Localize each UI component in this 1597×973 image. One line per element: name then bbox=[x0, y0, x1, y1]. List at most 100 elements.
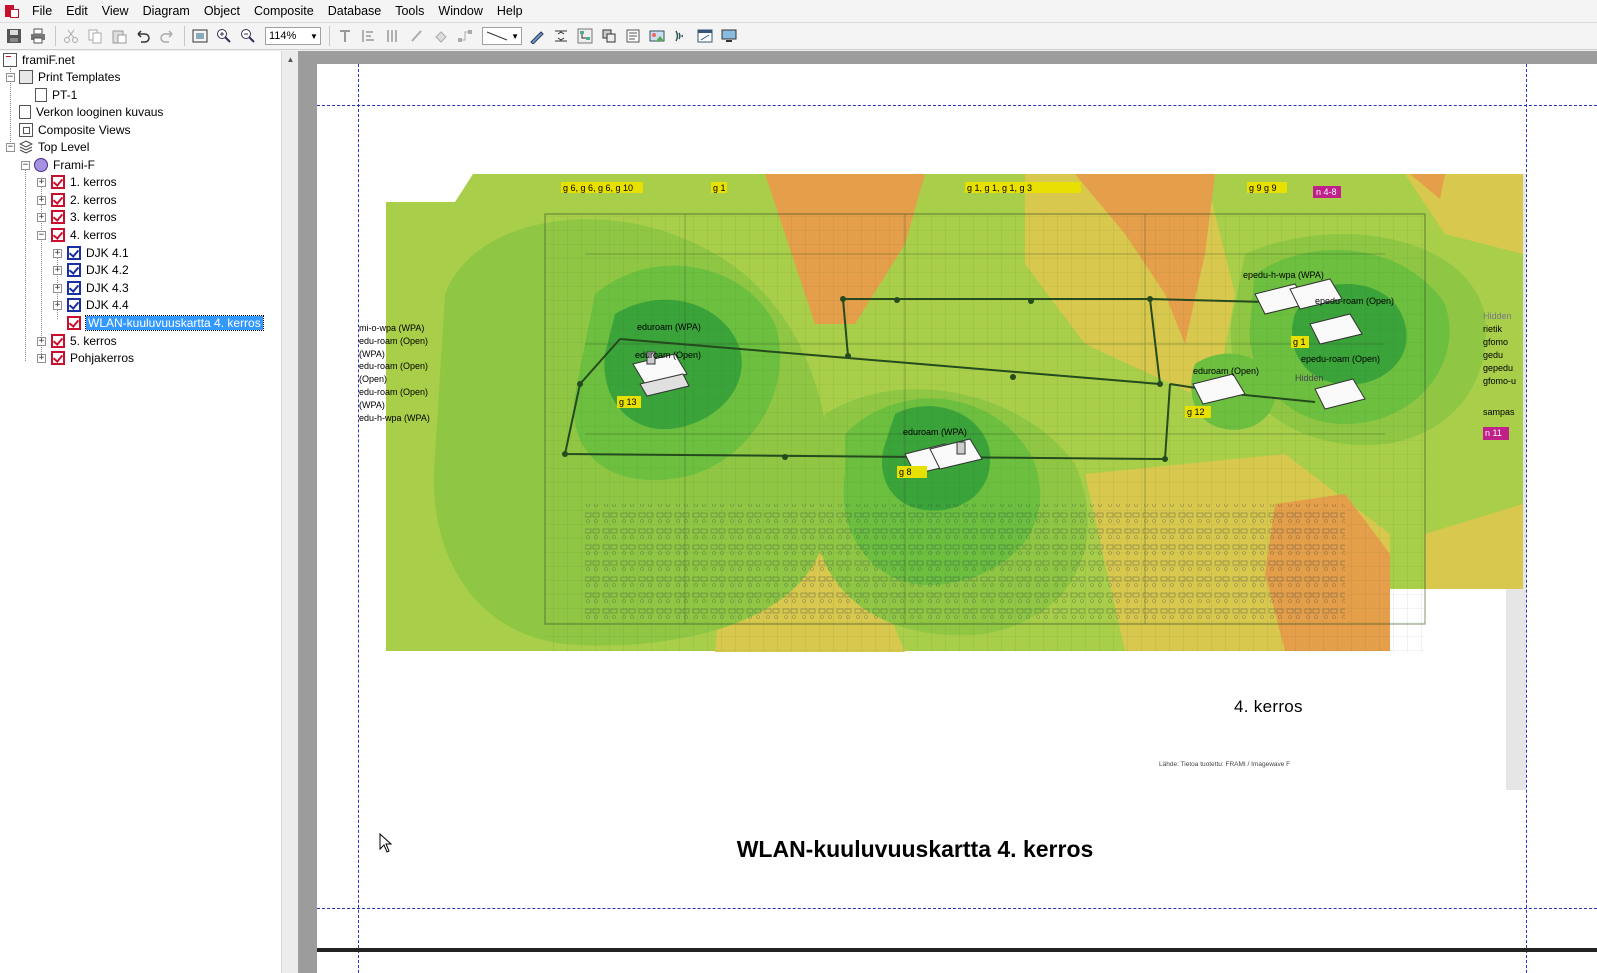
tree-item-logical[interactable]: Verkon looginen kuvaus bbox=[19, 103, 163, 120]
collapse-toggle[interactable]: − bbox=[6, 142, 15, 152]
print-icon[interactable] bbox=[27, 25, 49, 47]
tree-item-top-level[interactable]: Top Level bbox=[18, 138, 89, 155]
tree-layout-icon[interactable] bbox=[574, 25, 596, 47]
tree-item-frami[interactable]: Frami-F bbox=[34, 156, 95, 173]
zoom-select[interactable]: 114%▼ bbox=[265, 27, 321, 45]
properties-icon[interactable] bbox=[622, 25, 644, 47]
menu-diagram[interactable]: Diagram bbox=[142, 4, 190, 18]
map-label: eduroam (WPA) bbox=[637, 322, 701, 332]
ssid-label: Hidden bbox=[1483, 311, 1512, 321]
tree-item-pt1[interactable]: PT-1 bbox=[35, 86, 77, 103]
expand-toggle[interactable]: + bbox=[37, 353, 46, 363]
collapse-toggle[interactable]: − bbox=[21, 160, 30, 170]
menu-window[interactable]: Window bbox=[438, 4, 483, 18]
layout-icon[interactable] bbox=[550, 25, 572, 47]
redo-icon[interactable] bbox=[156, 25, 178, 47]
zoom-fit-icon[interactable] bbox=[189, 25, 211, 47]
diagram-title[interactable]: WLAN-kuuluvuuskartta 4. kerros bbox=[736, 836, 1094, 862]
access-point-icon[interactable] bbox=[1192, 373, 1366, 410]
tree-item-djk43[interactable]: DJK 4.3 bbox=[67, 279, 129, 296]
menu-file[interactable]: File bbox=[32, 4, 53, 18]
tree-item-djk44[interactable]: DJK 4.4 bbox=[67, 296, 129, 313]
diagram-canvas[interactable]: g 6, g 6, g 6, g 10 g 1 g 1, g 1, g 1, g… bbox=[299, 51, 1597, 973]
ssid-label: edu-h-wpa (WPA) bbox=[359, 412, 430, 423]
menu-view[interactable]: View bbox=[101, 4, 129, 18]
connector-icon[interactable] bbox=[454, 25, 476, 47]
zoom-value: 114% bbox=[269, 30, 297, 42]
line-style-select[interactable]: ▼ bbox=[482, 27, 522, 45]
file-icon bbox=[3, 52, 17, 67]
expand-toggle[interactable]: + bbox=[53, 283, 62, 293]
align-columns-icon[interactable] bbox=[382, 25, 404, 47]
menu-edit[interactable]: Edit bbox=[66, 4, 88, 18]
access-point-icon[interactable] bbox=[904, 438, 983, 475]
tree-label: Print Templates bbox=[38, 69, 121, 84]
cut-icon[interactable] bbox=[60, 25, 82, 47]
expand-toggle[interactable]: + bbox=[53, 248, 62, 258]
access-point-icon[interactable] bbox=[632, 351, 690, 397]
tree-label: 1. kerros bbox=[70, 174, 117, 189]
tree-item-basement[interactable]: Pohjakerros bbox=[51, 349, 134, 366]
save-icon[interactable] bbox=[3, 25, 25, 47]
tree-item-floor3[interactable]: 3. kerros bbox=[51, 208, 117, 225]
tree-label: Composite Views bbox=[38, 122, 131, 137]
page-bottom-edge bbox=[317, 948, 1597, 952]
menu-composite[interactable]: Composite bbox=[253, 4, 314, 18]
expand-toggle[interactable]: + bbox=[53, 300, 62, 310]
expand-toggle[interactable]: + bbox=[37, 336, 46, 346]
source-note[interactable]: Lähde: Tietoa tuotettu: FRAMI / Imagewav… bbox=[1159, 761, 1291, 768]
ssid-label: (WPA) bbox=[359, 348, 385, 359]
menu-database[interactable]: Database bbox=[327, 4, 382, 18]
map-checkbox-icon bbox=[67, 245, 81, 260]
tree-item-floor5[interactable]: 5. kerros bbox=[51, 332, 117, 349]
window-icon[interactable] bbox=[694, 25, 716, 47]
text-tool-icon[interactable] bbox=[334, 25, 356, 47]
line-style-icon bbox=[486, 31, 508, 41]
access-point-icon[interactable] bbox=[1254, 278, 1363, 345]
tree-item-djk41[interactable]: DJK 4.1 bbox=[67, 244, 129, 261]
copy-icon[interactable] bbox=[84, 25, 106, 47]
margin-guide bbox=[317, 105, 1597, 106]
pen-tool-icon[interactable] bbox=[526, 25, 548, 47]
tree-item-floor2[interactable]: 2. kerros bbox=[51, 191, 117, 208]
tree-scrollbar[interactable]: ▲ bbox=[281, 51, 298, 973]
wlan-coverage-map[interactable]: g 6, g 6, g 6, g 10 g 1 g 1, g 1, g 1, g… bbox=[385, 174, 1523, 652]
collapse-toggle[interactable]: − bbox=[37, 230, 46, 240]
tree-item-root[interactable]: framiF.net bbox=[3, 51, 75, 68]
layers-icon bbox=[18, 139, 34, 154]
map-label: g 12 bbox=[1187, 407, 1205, 417]
printer-icon bbox=[19, 69, 33, 84]
paste-icon[interactable] bbox=[108, 25, 130, 47]
expand-toggle[interactable]: + bbox=[37, 212, 46, 222]
tree-item-djk42[interactable]: DJK 4.2 bbox=[67, 261, 129, 278]
undo-icon[interactable] bbox=[132, 25, 154, 47]
tree-label: DJK 4.3 bbox=[86, 280, 129, 295]
fill-color-icon[interactable] bbox=[430, 25, 452, 47]
zoom-in-icon[interactable] bbox=[213, 25, 235, 47]
map-checkbox-icon bbox=[51, 192, 65, 207]
align-left-icon[interactable] bbox=[358, 25, 380, 47]
menu-help[interactable]: Help bbox=[496, 4, 523, 18]
expand-toggle[interactable]: + bbox=[53, 265, 62, 275]
map-label: g 13 bbox=[619, 397, 637, 407]
menu-tools[interactable]: Tools bbox=[395, 4, 425, 18]
collapse-toggle[interactable]: − bbox=[6, 72, 15, 82]
image-icon[interactable] bbox=[646, 25, 668, 47]
zoom-out-icon[interactable] bbox=[237, 25, 259, 47]
scroll-up-icon[interactable]: ▲ bbox=[286, 55, 295, 64]
menu-object[interactable]: Object bbox=[203, 4, 240, 18]
expand-toggle[interactable]: + bbox=[37, 177, 46, 187]
monitor-icon[interactable] bbox=[718, 25, 740, 47]
group-icon[interactable] bbox=[598, 25, 620, 47]
ssid-label: gfomo-u bbox=[1483, 376, 1517, 386]
tree-item-composite-views[interactable]: Composite Views bbox=[19, 121, 130, 138]
line-color-icon[interactable] bbox=[406, 25, 428, 47]
tree-item-wlan-map[interactable]: WLAN-kuuluvuuskartta 4. kerros bbox=[67, 314, 264, 331]
margin-guide bbox=[1526, 64, 1527, 973]
tree-item-floor4[interactable]: 4. kerros bbox=[51, 226, 117, 243]
tree-item-print-templates[interactable]: Print Templates bbox=[19, 68, 120, 85]
expand-toggle[interactable]: + bbox=[37, 195, 46, 205]
floor-label[interactable]: 4. kerros bbox=[1234, 697, 1303, 716]
wireless-icon[interactable] bbox=[670, 25, 692, 47]
tree-item-floor1[interactable]: 1. kerros bbox=[51, 173, 117, 190]
